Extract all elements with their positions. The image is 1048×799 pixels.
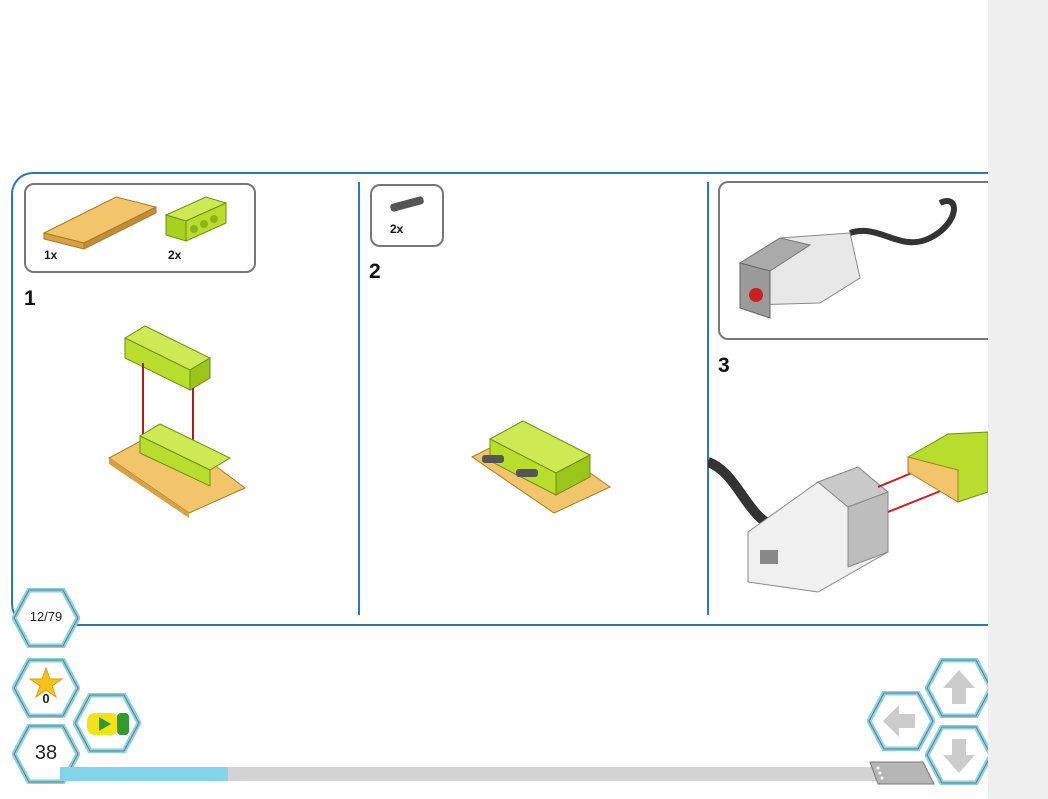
stars-count: 0: [42, 691, 50, 706]
right-sidebar-overlay: [988, 0, 1048, 799]
star-icon: [28, 666, 64, 699]
previous-step-button[interactable]: [867, 691, 935, 751]
step-number: 2: [369, 260, 381, 283]
medium-motor-image: [738, 198, 957, 319]
part-quantity: 2x: [390, 222, 404, 236]
page-counter-badge[interactable]: 12/79: [12, 588, 80, 648]
step-3-illustration: [708, 431, 988, 593]
step-divider: [358, 182, 360, 615]
progress-bar: [60, 767, 900, 781]
level-number: 38: [34, 742, 58, 764]
part-quantity: 2x: [168, 248, 182, 262]
step-2-illustration: [471, 420, 611, 514]
parts-callout-step-3: [718, 181, 1008, 340]
step-divider: [707, 182, 709, 615]
menu-handle[interactable]: [868, 760, 938, 786]
connector-peg-icon: [390, 196, 424, 212]
zoom-up-button[interactable]: [925, 658, 993, 718]
parts-image: [42, 196, 228, 250]
step-number: 3: [718, 354, 730, 377]
play-icon: [99, 717, 111, 731]
arrow-left-icon: [883, 705, 915, 737]
step-1-illustration: [108, 325, 246, 518]
part-quantity: 1x: [44, 248, 58, 262]
arrow-down-icon: [943, 739, 975, 773]
step-number: 1: [24, 287, 36, 310]
progress-fill: [60, 767, 228, 781]
play-button[interactable]: [73, 693, 141, 753]
page-counter: 12/79: [29, 609, 63, 624]
arrow-up-icon: [943, 670, 975, 704]
parts-callout-step-2: 2x: [370, 184, 444, 247]
next-step-button[interactable]: [925, 725, 993, 785]
parts-callout-step-1: 1x 2x: [24, 183, 256, 273]
stars-badge[interactable]: 0: [12, 658, 80, 718]
instruction-panel: [11, 172, 1011, 626]
